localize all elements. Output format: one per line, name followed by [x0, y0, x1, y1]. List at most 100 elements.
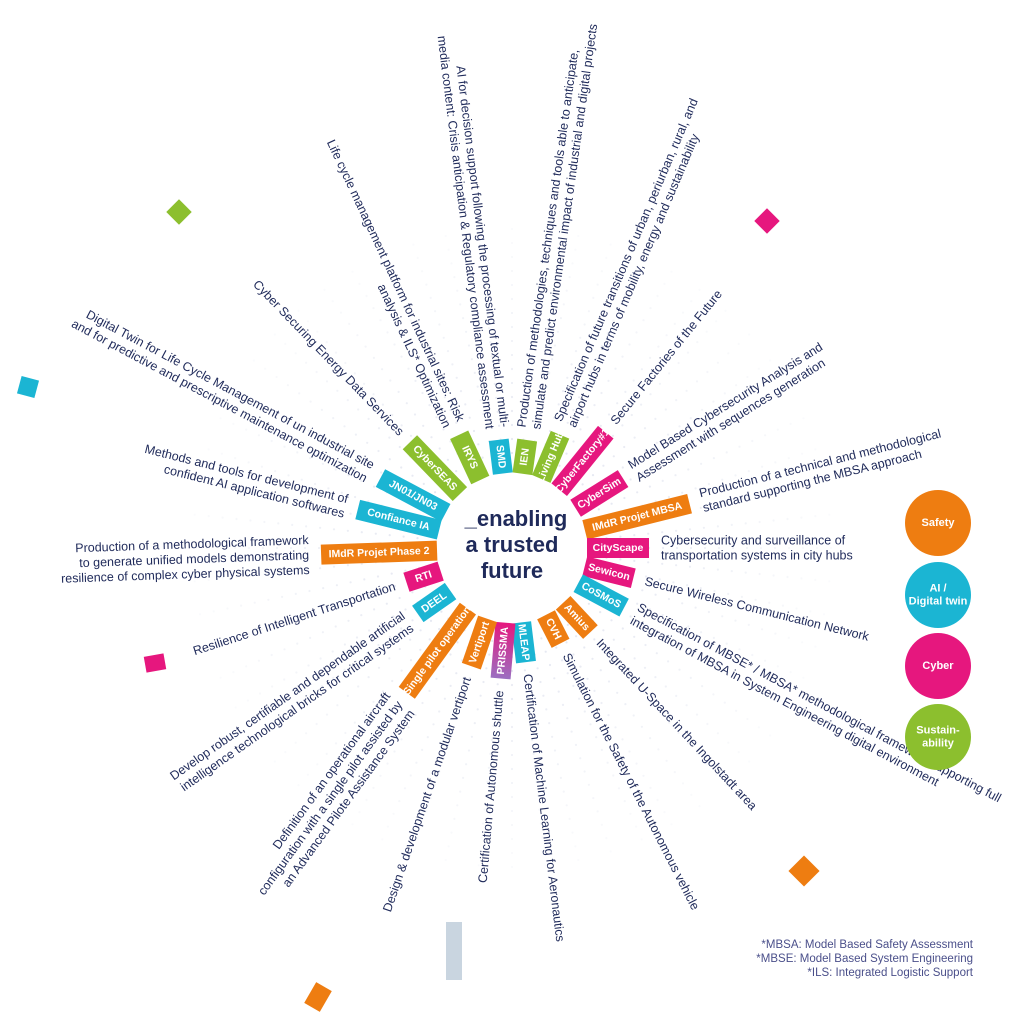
ray-dot [678, 450, 681, 453]
ray-dot [574, 743, 578, 747]
ray-dot [221, 516, 224, 519]
ray-dot [343, 425, 346, 428]
ray-dot [411, 619, 414, 622]
ray-dot [397, 703, 400, 706]
decor-square-magenta-left [143, 653, 167, 673]
ray-dot [325, 341, 328, 344]
ray-dot [641, 471, 644, 474]
ray-dot [483, 808, 486, 811]
ray-dot [234, 706, 237, 709]
ray-dot [795, 607, 798, 610]
ray-dot [665, 759, 668, 762]
ray-dot [373, 608, 376, 611]
ray-dot [477, 864, 480, 867]
ray-dot [600, 270, 604, 273]
ray-dot [688, 565, 692, 568]
ray-dot [442, 336, 445, 339]
ray-dot [802, 676, 805, 679]
project-tag-box [587, 538, 649, 558]
ray-dot [354, 433, 357, 436]
ray-dot [668, 721, 671, 724]
ray-dot [429, 619, 433, 623]
ray-dot [510, 725, 514, 729]
ray-dot [365, 294, 368, 298]
ray-dot [800, 577, 803, 580]
ray-dot [702, 567, 706, 570]
footnote-mbsa: *MBSA: Model Based Safety Assessment [761, 939, 973, 951]
ray-dot [275, 717, 278, 721]
ray-dot [746, 375, 749, 379]
ray-dot [633, 635, 636, 638]
ray-dot [661, 614, 664, 617]
ray-dot [607, 413, 611, 416]
ray-dot [589, 723, 592, 726]
ray-dot [621, 627, 624, 630]
ray-dot [559, 317, 563, 320]
ray-dot [486, 780, 489, 783]
ray-dot [570, 363, 573, 366]
ray-dot [681, 311, 685, 314]
ray-dot [648, 608, 652, 611]
ray-dot [655, 441, 658, 444]
ray-dot [419, 648, 422, 651]
ray-dot [566, 672, 569, 675]
ray-dot [574, 248, 577, 251]
ray-dot [249, 574, 252, 577]
ray-dot [283, 648, 286, 651]
ray-dot [672, 581, 675, 584]
ray-dot [685, 389, 688, 392]
ray-dot [688, 528, 692, 531]
ray-dot [689, 676, 692, 680]
ray-dot [470, 735, 473, 738]
ray-dot [829, 546, 833, 550]
decor-square-orange-right [788, 855, 820, 887]
ray-dot [600, 823, 604, 826]
ray-dot [510, 697, 514, 701]
ray-dot [539, 412, 542, 416]
ray-dot [658, 711, 662, 714]
ray-dot [592, 797, 595, 800]
ray-dot [607, 714, 610, 717]
ray-dot [579, 428, 582, 431]
ray-dot [358, 282, 361, 285]
ray-dot [561, 703, 565, 707]
ray-dot [579, 757, 582, 760]
ray-dot [287, 474, 290, 477]
ray-dot [379, 319, 382, 322]
ray-dot [694, 487, 697, 490]
ray-dot [319, 436, 322, 439]
ray-dot [364, 748, 367, 751]
ray-dot [438, 447, 441, 450]
ray-dot [510, 711, 514, 715]
ray-dot [523, 424, 527, 427]
ray-dot [665, 457, 669, 460]
ray-dot [481, 271, 485, 274]
ray-dot [415, 761, 418, 764]
ray-dot [583, 770, 586, 773]
ray-dot [776, 665, 779, 668]
ray-dot [635, 825, 638, 828]
ray-dot [366, 441, 369, 444]
ray-dot [253, 492, 256, 495]
ray-dot [562, 790, 565, 793]
project-tag-box [375, 469, 451, 522]
ray-dot [535, 313, 538, 316]
ray-dot [357, 408, 360, 411]
ray-dot [510, 381, 514, 385]
ray-dot [434, 783, 437, 786]
ray-dot [644, 575, 648, 578]
ray-dot [721, 478, 724, 481]
ray-dot [628, 750, 631, 753]
ray-dot [487, 327, 490, 330]
ray-dot [388, 657, 391, 660]
ray-dot [221, 577, 224, 580]
ray-dot [300, 615, 303, 618]
ray-dot [539, 680, 542, 684]
ray-dot [577, 858, 580, 862]
ray-dot [343, 668, 346, 671]
ray-dot [275, 375, 278, 379]
ray-dot [606, 332, 609, 335]
ray-dot [372, 307, 375, 310]
